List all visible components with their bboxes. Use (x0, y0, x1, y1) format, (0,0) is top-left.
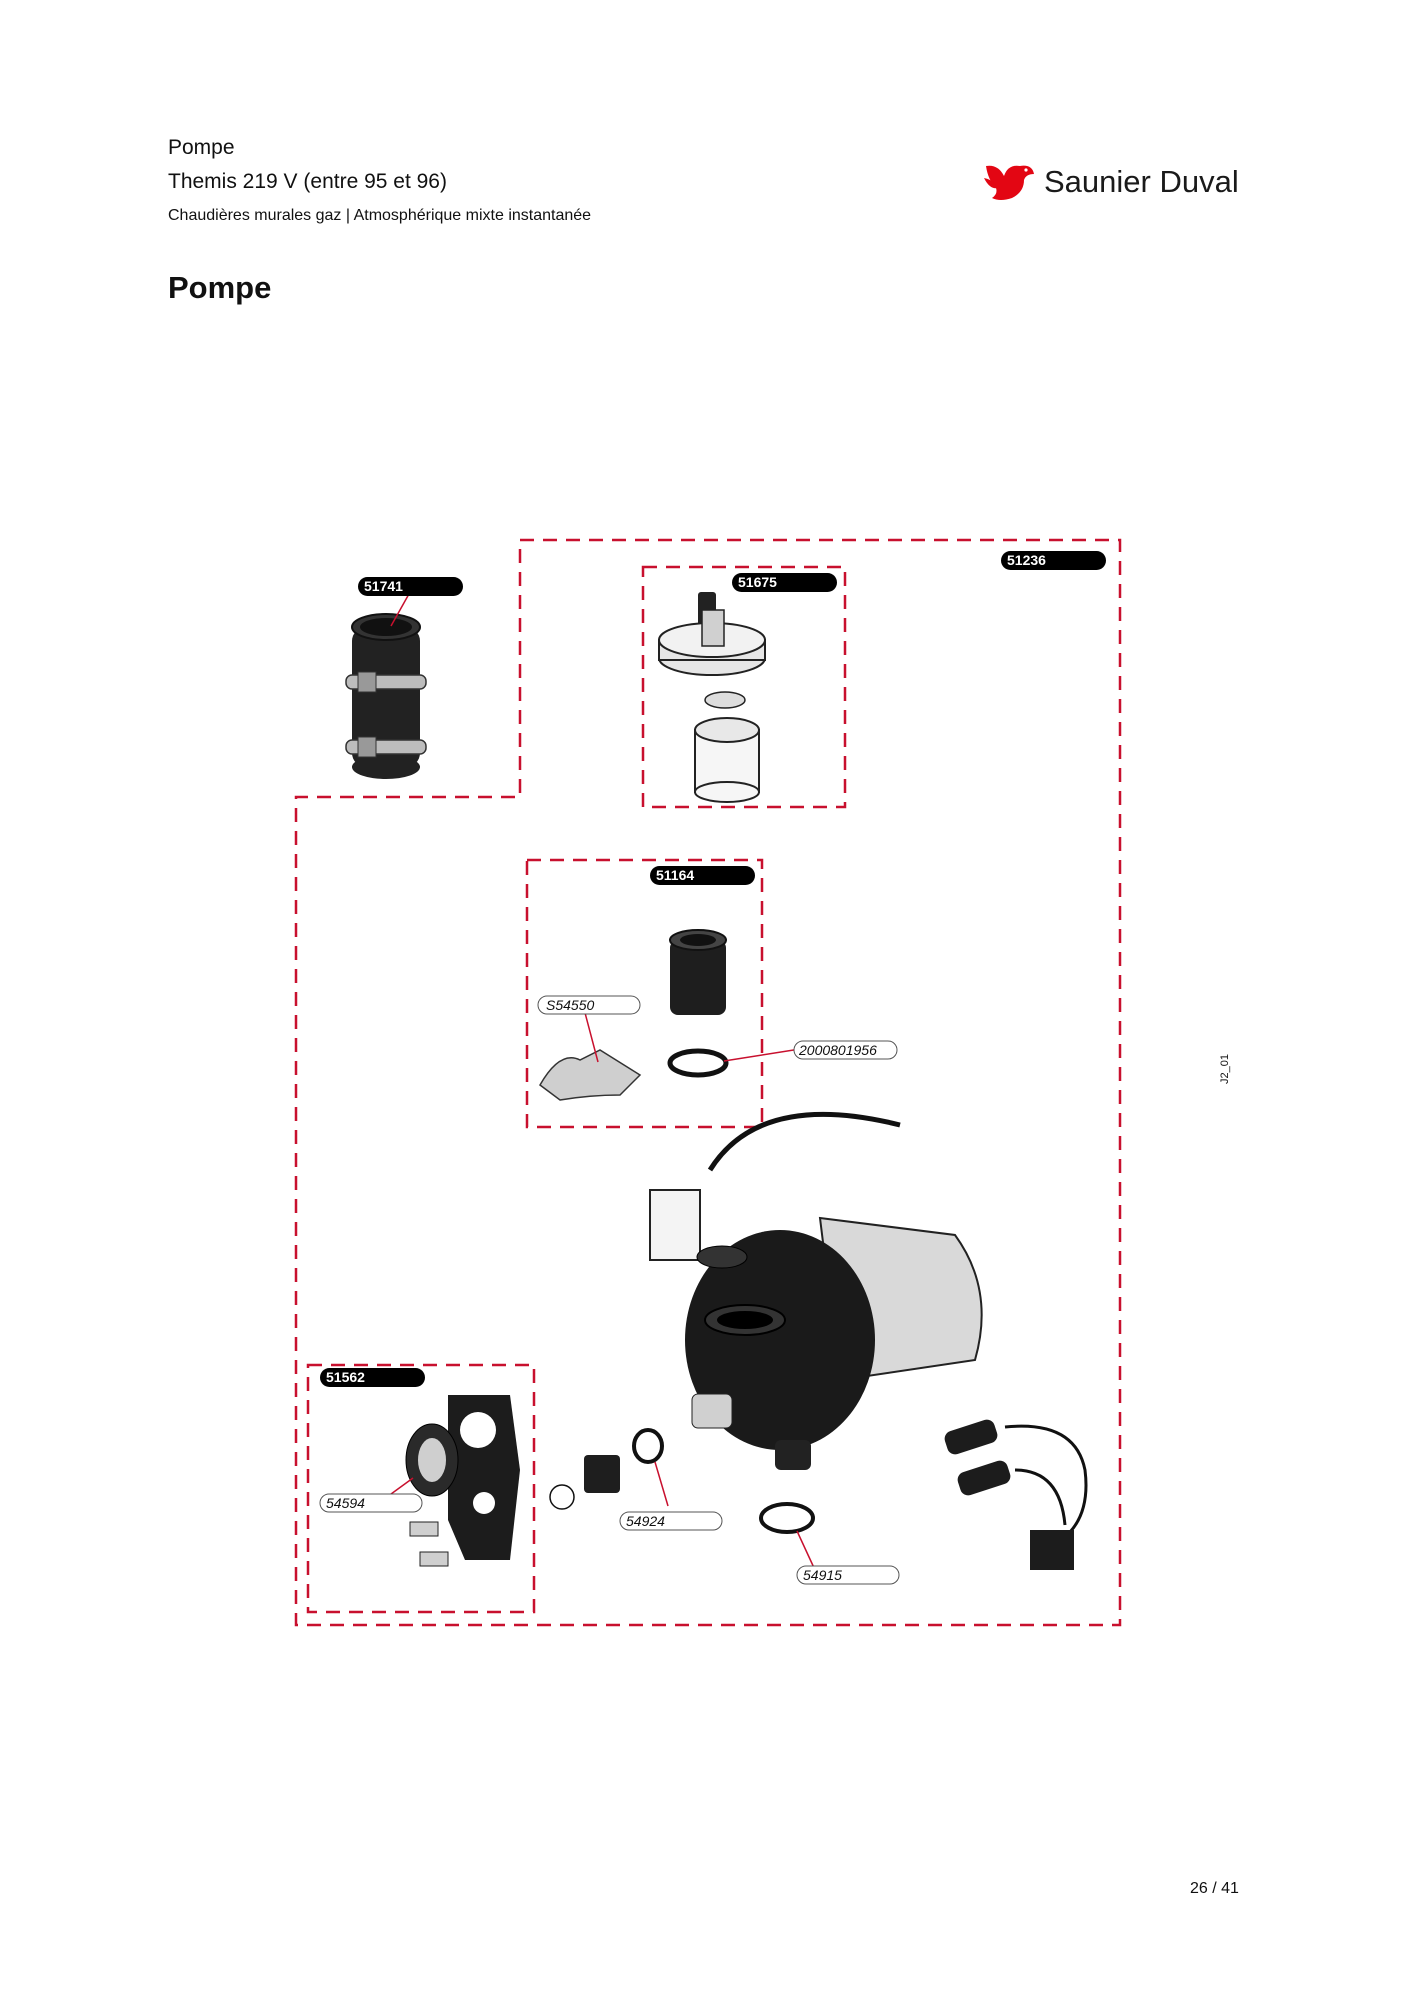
brand-logo: Saunier Duval (982, 158, 1252, 208)
kit-label-51562: 51562 (326, 1369, 365, 1385)
part-label-54594: 54594 (326, 1495, 365, 1511)
header-section-title: Pompe (168, 136, 235, 159)
sheet-reference: J2_01 (1219, 1054, 1231, 1084)
part-label-54924: 54924 (626, 1513, 665, 1529)
kit-label-51236: 51236 (1007, 552, 1046, 568)
part-label-s54550: S54550 (546, 997, 594, 1013)
motor-part-51675 (658, 592, 766, 803)
flange-kit-51562 (405, 1395, 520, 1567)
brand-name: Saunier Duval (1044, 164, 1239, 199)
pump-body (649, 1111, 983, 1470)
kit-label-51675: 51675 (738, 574, 777, 590)
header-category: Chaudières murales gaz | Atmosphérique m… (168, 207, 592, 224)
fitting-part-51164 (539, 929, 729, 1101)
page-number: 26 / 41 (1190, 1880, 1239, 1897)
header-model: Themis 219 V (entre 95 et 96) (168, 170, 447, 193)
part-label-2000801956: 2000801956 (798, 1042, 877, 1058)
oring-part-54915 (759, 1502, 815, 1534)
page-title: Pompe (168, 270, 272, 305)
part-label-54915: 54915 (803, 1567, 842, 1583)
oring-part-2000801956 (667, 1048, 729, 1078)
boundary-51562 (306, 1363, 536, 1614)
kit-label-51164: 51164 (656, 867, 694, 883)
clip-part-s54550 (539, 1049, 642, 1101)
boundary-51236 (294, 538, 1122, 1627)
hose-part-51741 (345, 613, 427, 779)
loose-parts (549, 1419, 1088, 1570)
boundary-51164 (525, 858, 764, 1129)
kit-label-51741: 51741 (364, 578, 403, 594)
sensor-harness (944, 1419, 1088, 1570)
oring-part-54924 (632, 1428, 664, 1464)
bird-logo-icon (984, 165, 1034, 200)
boundary-51675 (641, 565, 847, 809)
